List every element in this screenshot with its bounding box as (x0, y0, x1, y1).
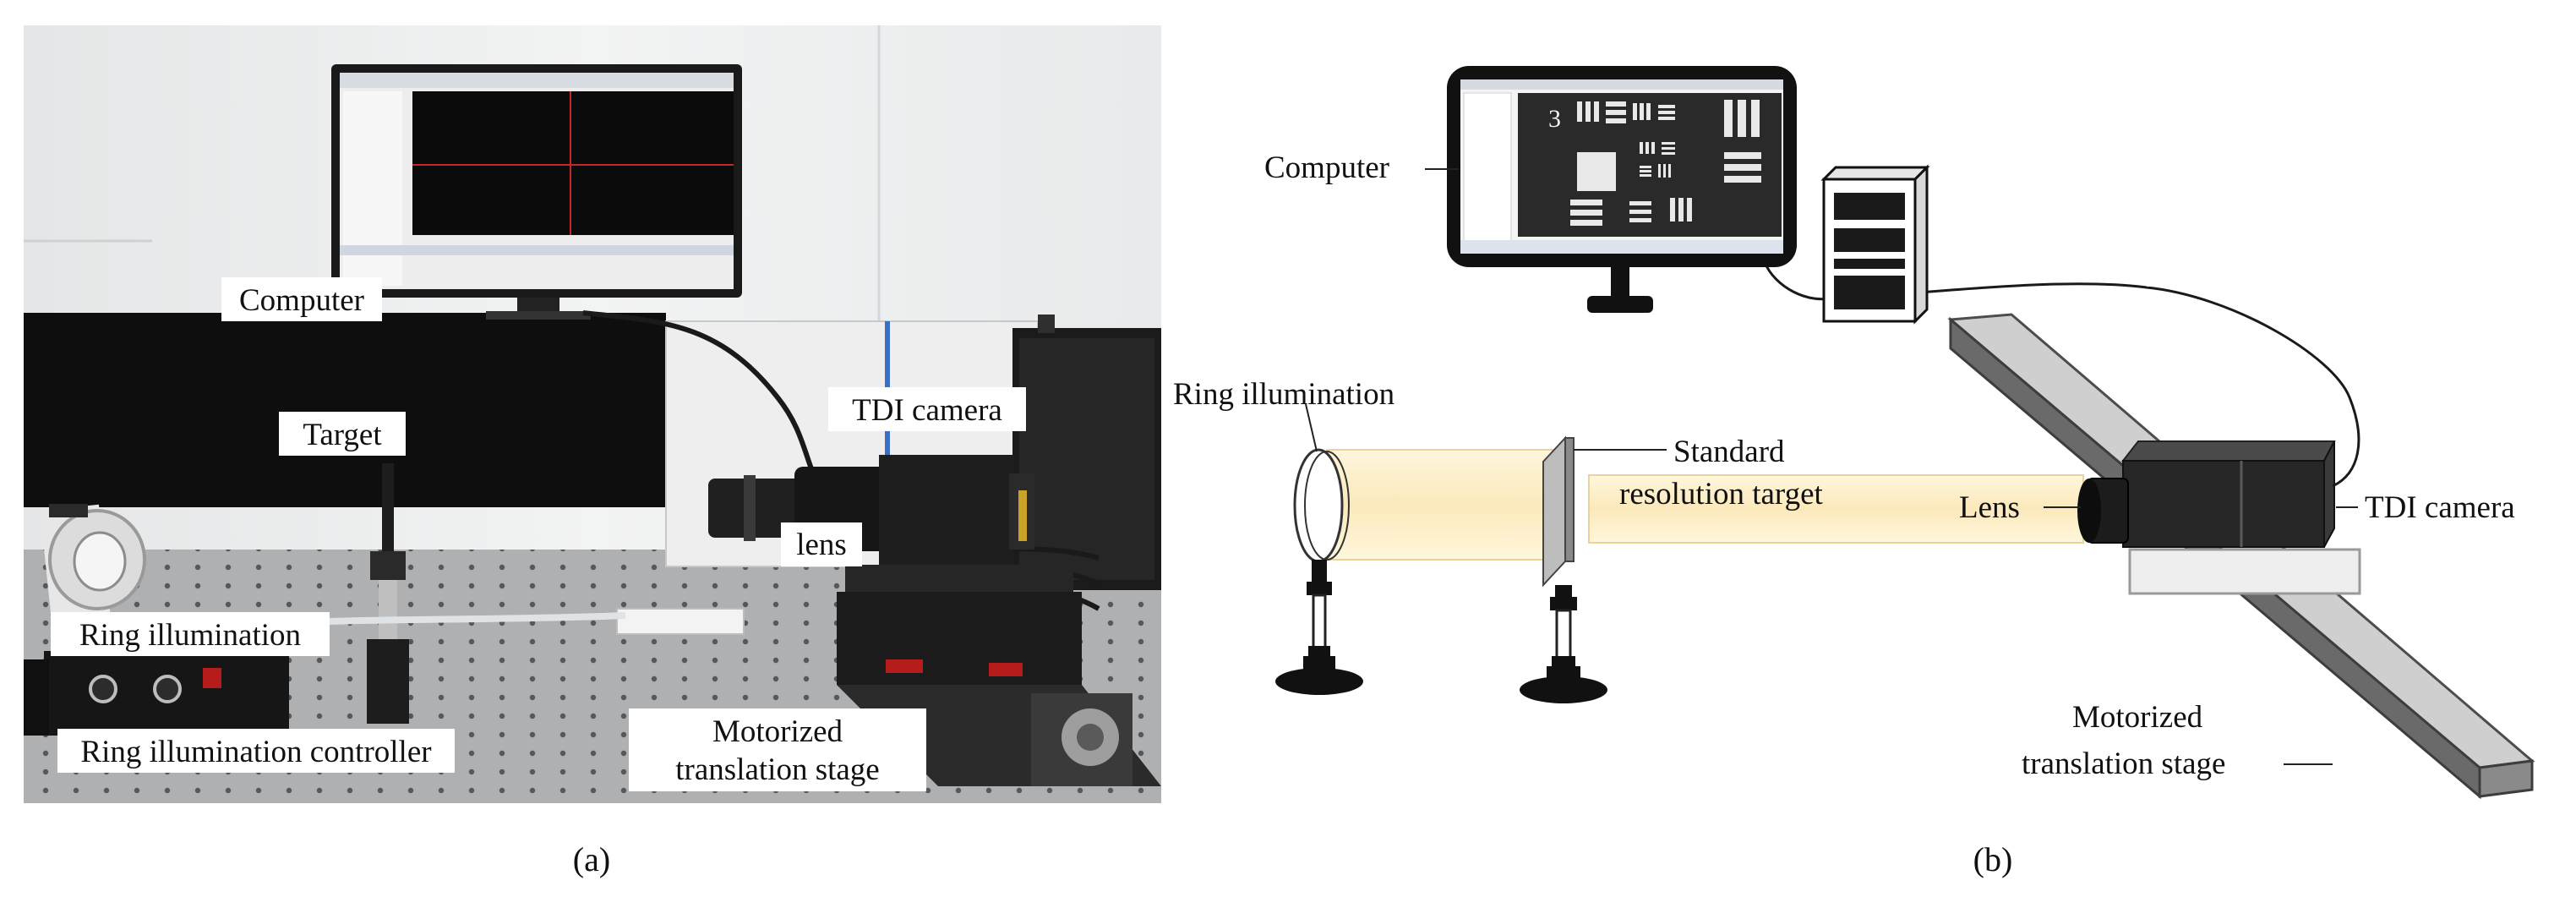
panel-b-caption: (b) (1973, 840, 2013, 878)
photo-label-target: Target (279, 412, 406, 456)
panel-a-caption: (a) (573, 840, 610, 878)
svg-text:Computer: Computer (239, 283, 364, 318)
svg-text:Ring illumination: Ring illumination (79, 618, 301, 653)
svg-text:Motorized: Motorized (712, 714, 843, 749)
illumination-beam (1326, 449, 1556, 561)
screen-digit: 3 (1548, 105, 1561, 133)
stage-carriage (2128, 548, 2361, 595)
svg-text:TDI camera: TDI camera (852, 393, 1002, 428)
label-computer: Computer (1264, 150, 1389, 185)
svg-text:translation stage: translation stage (675, 752, 879, 787)
schematic-resolution-target (1520, 435, 1607, 703)
photo-ring-controller (24, 651, 289, 736)
svg-text:lens: lens (796, 528, 847, 562)
photo-target-mount (367, 463, 409, 724)
black-enclosure-panel (24, 313, 666, 507)
schematic-monitor: 3 (1447, 66, 1797, 313)
label-target-line1: Standard (1673, 435, 1785, 469)
label-lens: Lens (1959, 490, 2020, 525)
label-target-line2: resolution target (1619, 477, 1824, 511)
svg-text:Ring illumination controller: Ring illumination controller (80, 735, 431, 769)
svg-text:Target: Target (303, 418, 382, 452)
panel-b-schematic: 3 (1173, 66, 2535, 800)
camera-cable (1918, 282, 2360, 488)
schematic-ring-illumination (1275, 448, 1363, 695)
photo-label-ring-controller: Ring illumination controller (57, 729, 455, 773)
leader-ring (1305, 403, 1318, 452)
photo-label-lens: lens (781, 522, 862, 566)
imaging-beam (1588, 474, 2084, 544)
label-stage-line1: Motorized (2072, 700, 2203, 735)
photo-label-ring-illumination: Ring illumination (51, 612, 330, 656)
schematic-pc-tower (1820, 164, 1930, 325)
photo-label-computer: Computer (221, 277, 382, 321)
label-stage-line2: translation stage (2022, 747, 2225, 781)
label-ring-illumination: Ring illumination (1173, 377, 1394, 412)
panel-a-photo: Computer TDI camera Target lens Ring ill… (24, 25, 1161, 803)
schematic-tdi-camera (2077, 440, 2336, 548)
photo-label-motorized-stage: Motorized translation stage (629, 708, 926, 791)
label-tdi-camera: TDI camera (2365, 490, 2515, 525)
photo-label-tdi-camera: TDI camera (828, 387, 1026, 431)
